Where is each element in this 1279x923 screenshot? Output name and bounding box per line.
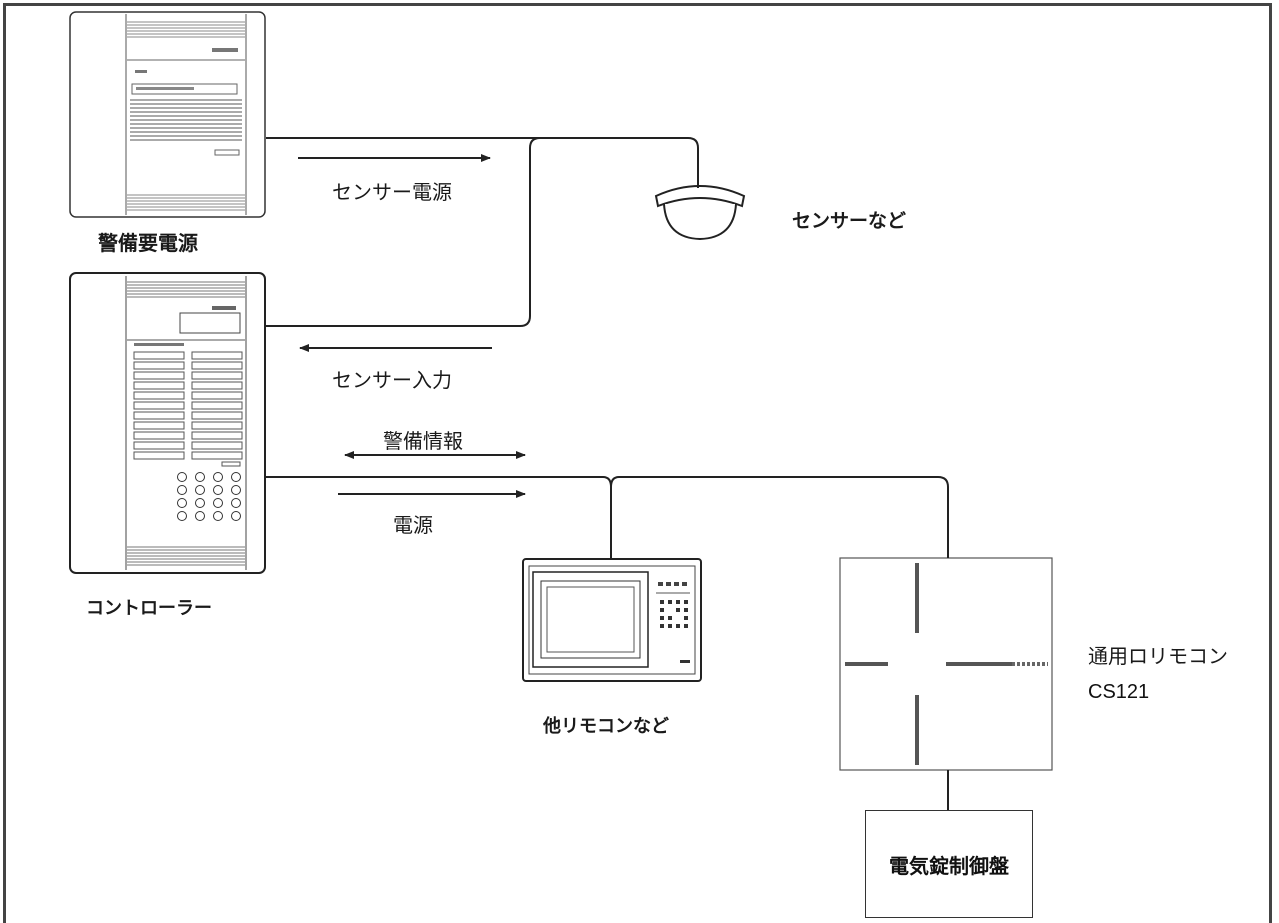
lock-control-panel: 電気錠制御盤 — [865, 810, 1033, 918]
general-remote-label: 通用ロリモコン — [1088, 644, 1228, 668]
arrow-label-security-info: 警備情報 — [383, 429, 463, 453]
sensor-dome — [654, 185, 746, 241]
sensor-label: センサーなど — [792, 210, 907, 232]
lock-control-panel-label: 電気錠制御盤 — [889, 853, 1009, 878]
power-supply-label: 警備要電源 — [98, 231, 198, 255]
wire-controller-bus — [266, 476, 949, 558]
zone-rows — [133, 351, 243, 460]
arrow-label-sensor-power: センサー電源 — [332, 180, 452, 204]
controller-unit — [69, 272, 266, 574]
power-supply-unit — [69, 11, 266, 218]
wire-power-to-sensor — [266, 137, 699, 188]
other-remote-device — [522, 558, 702, 682]
keypad — [177, 472, 241, 521]
wire-sensor-to-controller — [266, 137, 541, 327]
diagram-frame — [3, 3, 1272, 923]
wires — [266, 137, 949, 810]
general-remote-model: CS121 — [1088, 681, 1150, 703]
other-remote-label: 他リモコンなど — [543, 716, 669, 737]
general-remote-device — [839, 557, 1053, 771]
arrow-label-power: 電源 — [393, 513, 433, 537]
controller-label: コントローラー — [86, 598, 212, 619]
arrow-label-sensor-input: センサー入力 — [332, 368, 452, 392]
arrows — [298, 154, 526, 498]
